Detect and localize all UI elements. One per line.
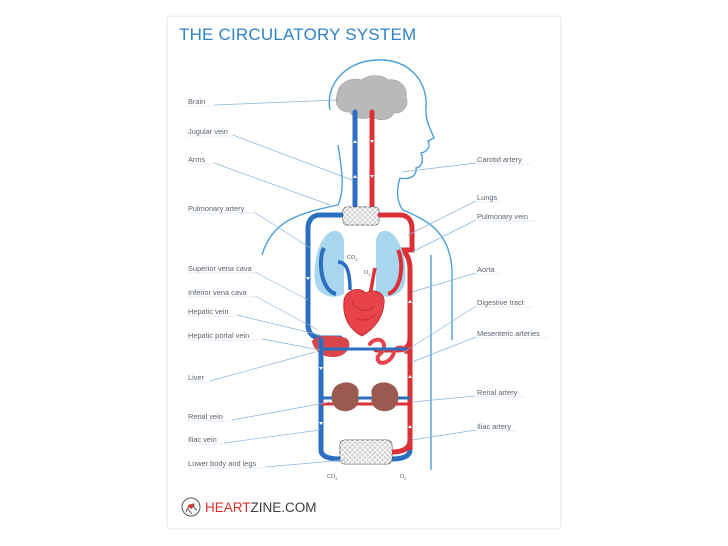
label-jugular-vein: Jugular vein (188, 127, 228, 136)
gas-label-co2-lungs: CO2 (347, 255, 357, 262)
label-mesenteric-arteries: Mesenteric arteries (477, 329, 540, 338)
gas-label-o2-lungs: O2 (364, 270, 371, 277)
label-iliac-artery: Iliac artery (477, 422, 511, 431)
logo-text: HEARTZINE.COM (205, 500, 317, 515)
logo-figure-icon (180, 496, 202, 518)
label-iliac-vein: Iliac vein (188, 435, 217, 444)
label-aorta: Aorta (477, 265, 495, 274)
label-inferior-vena-cava: Inferior vena cava (188, 288, 247, 297)
label-renal-vein: Renal vein (188, 412, 223, 421)
label-pulmonary-artery: Pulmonary artery (188, 204, 244, 213)
label-hepatic-vein: Hepatic vein (188, 307, 229, 316)
kidney-left (332, 382, 359, 411)
label-liver: Liver (188, 373, 204, 382)
label-lungs: Lungs (477, 193, 497, 202)
label-hepatic-portal-vein: Hepatic portal vein (188, 331, 249, 340)
label-brain: Brain (188, 97, 205, 106)
label-digestive-tract: Digestive tract (477, 298, 524, 307)
gas-label-co2-bottom: CO2 (327, 474, 337, 481)
heartzine-logo[interactable]: HEARTZINE.COM (180, 496, 317, 518)
heart-shape (344, 289, 385, 336)
label-renal-artery: Renal artery (477, 388, 517, 397)
label-pulmonary-vein: Pulmonary vein (477, 212, 528, 221)
label-superior-vena-cava: Superior vena cava (188, 264, 252, 273)
kidney-right (371, 382, 398, 411)
label-arms: Arms (188, 155, 205, 164)
gas-label-o2-bottom: O2 (400, 474, 407, 481)
label-carotid-artery: Carotid artery (477, 155, 522, 164)
liver-shape (312, 336, 349, 357)
label-lower-body-and-legs: Lower body and legs (188, 459, 256, 468)
